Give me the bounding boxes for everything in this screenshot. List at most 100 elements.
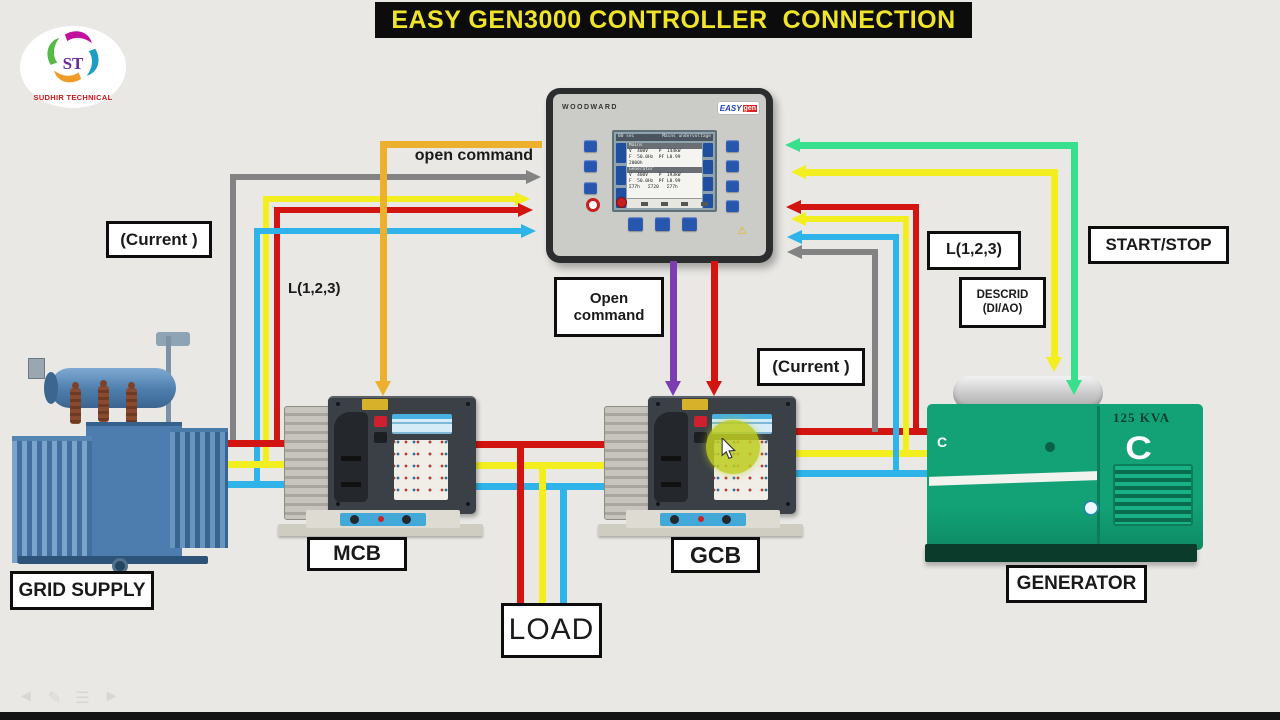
softkey-right-2[interactable] — [726, 160, 739, 172]
lcd-row: F 50.0Hz PF L0.99 — [629, 155, 681, 160]
wire-l2-grid-horizontal — [263, 196, 515, 202]
breaker-indicator-dot — [378, 516, 384, 522]
cummins-logo-icon: C — [1125, 430, 1152, 466]
breaker-trip-button[interactable] — [694, 416, 707, 427]
lcd-header: 00 sec Mains undervoltage — [616, 134, 713, 141]
controller-lcd-screen: 00 sec Mains undervoltage Mains V 400V P… — [612, 130, 717, 212]
arrow-open-command-mcb — [375, 381, 391, 396]
generator-base — [925, 544, 1197, 562]
bus-yellow-grid — [212, 461, 288, 468]
breaker-mechanism — [654, 412, 688, 502]
breaker-close-button[interactable] — [374, 432, 387, 443]
lcd-alarm-icon — [616, 197, 627, 208]
wire-l2-grid-vertical — [263, 196, 269, 466]
arrow-close-command-gcb — [706, 381, 722, 396]
wire-l2-gen-horizontal — [805, 216, 909, 222]
transformer-fins-left — [12, 436, 92, 563]
arrow-open-command-gcb — [665, 381, 681, 396]
wire-open-command-mcb-horizontal — [380, 141, 542, 148]
wire-ct-grid-horizontal — [230, 174, 526, 180]
next-slide-icon[interactable]: ► — [103, 688, 120, 705]
breaker-knob — [402, 515, 411, 524]
wire-ct-gen-vertical — [872, 249, 878, 432]
breaker-chassis — [604, 406, 654, 520]
generator-panel-split — [1097, 406, 1100, 548]
arrow-ct-gen — [787, 245, 802, 259]
wire-l1-gen-vertical — [913, 204, 919, 432]
arrow-descrid-generator — [1046, 357, 1062, 372]
breaker-trip-button[interactable] — [374, 416, 387, 427]
wire-descrid-horizontal — [805, 169, 1057, 176]
breaker-knob — [350, 515, 359, 524]
wire-l2-gen-vertical — [903, 216, 909, 454]
lcd-generator-title: Generator — [627, 167, 702, 173]
logo-name: SUDHIR TECHNICAL — [33, 93, 113, 102]
breaker-close-button[interactable] — [694, 432, 707, 443]
wire-open-command-mcb-vertical — [380, 141, 387, 383]
label-open-command-wire: open command — [414, 147, 533, 164]
lcd-row: F 50.0Hz PF L0.99 — [629, 179, 681, 184]
transformer-bushing — [98, 380, 109, 422]
wire-l1-grid-vertical — [274, 207, 280, 444]
arrow-descrid-controller — [791, 165, 806, 179]
softkey-bottom-3[interactable] — [682, 217, 697, 231]
label-current-left: (Current ) — [106, 221, 212, 258]
softkey-left-2[interactable] — [584, 160, 597, 172]
bottom-bar — [0, 712, 1280, 720]
generator-set: 125 KVA C C — [925, 372, 1207, 568]
wire-start-stop-horizontal — [799, 142, 1077, 149]
wire-close-command-gcb — [711, 261, 718, 383]
breaker-tray — [306, 510, 460, 528]
label-grid-supply: GRID SUPPLY — [10, 571, 154, 610]
label-open-command-box: Open command — [554, 277, 664, 337]
easygen-logo: EASY gen — [717, 102, 759, 114]
label-line: Open — [589, 289, 629, 307]
softkey-right-4[interactable] — [726, 200, 739, 212]
softkey-left-1[interactable] — [584, 140, 597, 152]
lcd-header-right: Mains undervoltage — [662, 134, 711, 139]
logo-initials: ST — [62, 54, 84, 73]
wire-l1-grid-horizontal — [274, 207, 518, 213]
label-start-stop: START/STOP — [1088, 226, 1229, 264]
arrow-ct-grid — [526, 170, 541, 184]
cummins-logo-small-icon: C — [937, 434, 948, 450]
softkey-bottom-2[interactable] — [655, 217, 670, 231]
wire-l3-gen-vertical — [893, 234, 899, 474]
grid-transformer — [8, 330, 236, 574]
wire-load-red — [517, 441, 524, 604]
label-gcb: GCB — [671, 537, 760, 573]
slide-menu-icon[interactable]: ☰ — [75, 690, 90, 707]
breaker-screws — [656, 402, 660, 406]
presentation-controls: ◄ ✎ ☰ ► — [18, 688, 119, 708]
generator-door-handle — [1045, 442, 1055, 452]
breaker-warning-tag — [682, 399, 708, 410]
breaker-chassis — [284, 406, 334, 520]
lcd-body: Mains V 400V P 144kW F 50.0Hz PF L0.99 2… — [627, 143, 702, 198]
label-load: LOAD — [501, 603, 602, 658]
warning-triangle-icon: ⚠ — [737, 225, 747, 237]
highlight-circle — [706, 420, 760, 474]
wire-start-stop-vertical — [1071, 142, 1078, 382]
generator-rating: 125 KVA — [1113, 410, 1170, 425]
wire-descrid-vertical — [1051, 169, 1058, 359]
pen-tool-icon[interactable]: ✎ — [47, 690, 62, 707]
softkey-left-3[interactable] — [584, 182, 597, 194]
label-generator: GENERATOR — [1006, 565, 1147, 603]
stop-button[interactable] — [586, 198, 600, 212]
breaker-screws — [336, 402, 340, 406]
lcd-row: Σ77h Σ720 Σ77h — [629, 185, 678, 190]
softkey-bottom-1[interactable] — [628, 217, 643, 231]
breaker-mechanism — [334, 412, 368, 502]
softkey-right-1[interactable] — [726, 140, 739, 152]
arrow-l3-grid — [521, 224, 536, 238]
label-descrid: DESCRID (DI/AO) — [959, 277, 1046, 328]
bus-cyan-grid — [212, 481, 288, 488]
prev-slide-icon[interactable]: ◄ — [18, 688, 34, 705]
bus-cyan-gen — [792, 470, 932, 477]
transformer-pole-arm — [156, 332, 190, 346]
easygen-logo-gen: gen — [742, 104, 757, 112]
softkey-right-3[interactable] — [726, 180, 739, 192]
wire-load-yellow — [539, 462, 546, 604]
breaker-indicator-panel — [394, 440, 448, 500]
wire-l3-grid-vertical — [254, 228, 260, 486]
